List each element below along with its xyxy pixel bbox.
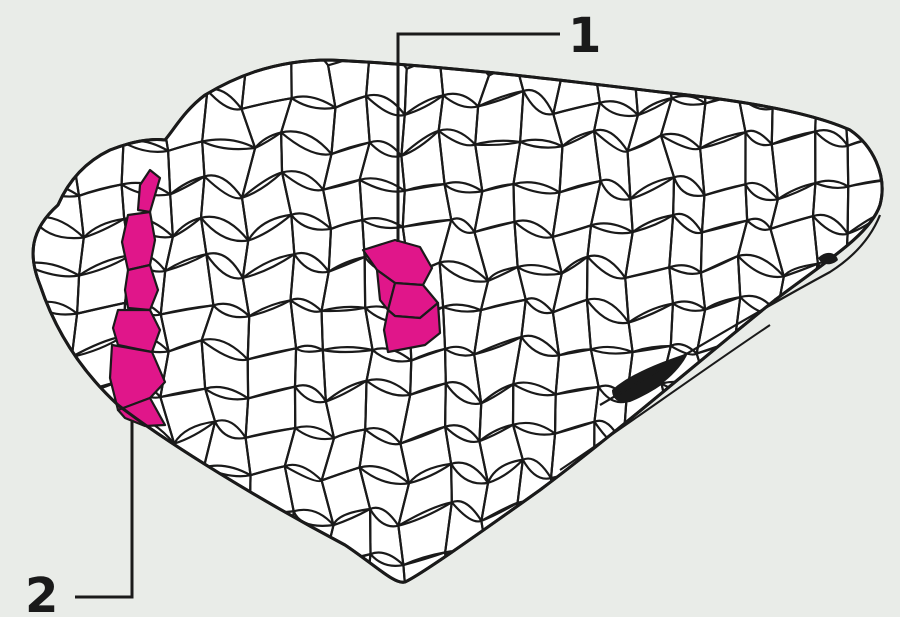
scale-cell [744,502,780,569]
scale-cell [779,420,818,479]
scale-cell [769,344,817,398]
scale-cell [72,420,128,477]
scale-cell [518,501,561,566]
scale-cell [22,428,78,477]
scale-cell [817,380,843,433]
scale-cell [623,422,675,484]
scale-cell [848,553,886,598]
scale-cell [74,55,129,109]
scale-cell [843,429,892,486]
scale-cell [121,471,164,525]
scale-cell [701,503,746,556]
scale-cell [123,54,161,107]
scale-cell [664,506,702,559]
scale-cell [242,511,294,557]
scale-cell [842,60,880,116]
scale-cell [813,342,849,398]
scale-cell [666,553,707,610]
scale-cell [700,464,744,516]
scale-cell [842,341,884,398]
scale-cell [846,460,892,522]
scale-cell [445,551,488,600]
scale-cell [738,52,773,110]
scale-cell [625,508,676,565]
scale-cell [590,469,632,518]
scale-cell [846,264,887,312]
scale-cell [625,472,675,517]
scale-cell [30,54,82,109]
scale-cell [555,542,601,601]
scale-cell [664,470,702,517]
scale-cell [159,467,209,524]
scale-cell [842,385,889,433]
scale-cell [555,503,602,566]
scale-cell [164,512,209,563]
scale-cell [670,421,700,477]
scale-cell [596,541,627,611]
scale-cell [770,463,811,517]
scale-cell [27,458,85,529]
scale-cell [22,378,78,443]
scale-cell [700,428,744,475]
scale-cell [700,381,739,445]
callout-label-1: 1 [568,8,601,64]
scale-cell [807,543,854,599]
scale-cell [30,91,82,159]
scale-cell [701,546,746,609]
scale-cell [735,339,770,398]
scale-cell [770,509,807,569]
scale-cell [811,52,846,117]
scale-cell [772,53,817,109]
scale-cell [202,547,251,599]
scale-cell [204,510,250,558]
scale-cell [770,302,813,353]
scale-cell [850,304,887,363]
scale-cell [846,509,878,558]
scale-cell [27,504,85,564]
scale-cell [322,554,370,601]
scale-cell [170,549,204,600]
scale-cell [769,382,819,438]
scale-cell [704,53,742,104]
scale-cell [284,550,323,603]
scale-cell [807,507,854,558]
scale-cell [811,418,846,487]
scale-cell [625,556,676,611]
scale-cell [72,472,128,528]
scale-cell [78,504,128,563]
callout-leader-2 [75,420,132,597]
scale-cell [242,551,291,597]
scale-cell [780,545,819,598]
callout-label-2: 2 [25,568,58,617]
scale-cell [807,462,847,523]
scale-cell [736,545,784,599]
scale-cell [809,301,850,364]
scale-cell [662,382,709,446]
scale-cell [737,380,780,439]
scale-cell [78,544,127,605]
scale-cell [590,502,625,566]
scale-cell [479,554,518,599]
scale-cell [737,427,782,479]
scale-cell [513,553,560,602]
scale-cell [744,462,782,517]
